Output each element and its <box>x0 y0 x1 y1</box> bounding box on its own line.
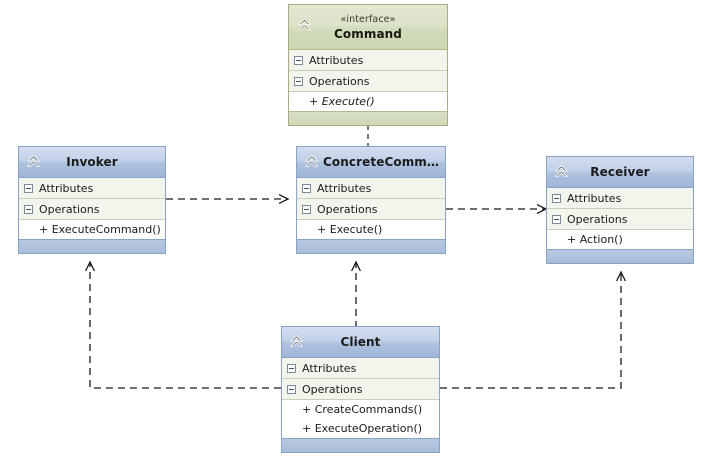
collapse-toggle-icon[interactable] <box>294 76 303 86</box>
member-list-receiver: + Action() <box>547 230 693 249</box>
class-title-invoker: Invoker <box>66 155 118 169</box>
uml-class-command[interactable]: «interface» Command Attributes Operation… <box>288 4 448 126</box>
compartment-operations-client[interactable]: Operations <box>282 379 439 400</box>
class-footer-invoker <box>19 239 165 253</box>
compartment-operations-command[interactable]: Operations <box>289 71 447 92</box>
class-title-concrete-command: ConcreteComm… <box>323 155 439 169</box>
class-stereotype-command: «interface» <box>340 13 396 25</box>
collapse-toggle-icon[interactable] <box>24 183 33 193</box>
class-chevron-icon <box>27 155 40 167</box>
operation-row[interactable]: + CreateCommands() <box>302 403 423 416</box>
uml-class-client[interactable]: Client Attributes Operations + CreateCom… <box>281 326 440 453</box>
compartment-attributes-invoker[interactable]: Attributes <box>19 178 165 199</box>
compartment-operations-concrete-command[interactable]: Operations <box>297 199 445 220</box>
collapse-toggle-icon[interactable] <box>24 204 33 214</box>
compartment-label-operations: Operations <box>302 382 363 396</box>
uml-class-receiver[interactable]: Receiver Attributes Operations + Action(… <box>546 156 694 264</box>
class-title-command: Command <box>334 26 402 41</box>
collapse-toggle-icon[interactable] <box>287 384 296 394</box>
compartment-label-operations: Operations <box>309 74 370 88</box>
compartment-label-attributes: Attributes <box>39 181 94 195</box>
compartment-operations-invoker[interactable]: Operations <box>19 199 165 220</box>
compartment-label-attributes: Attributes <box>567 191 622 205</box>
compartment-label-attributes: Attributes <box>317 181 372 195</box>
connector-dependency-client-invoker <box>85 260 281 389</box>
uml-class-invoker[interactable]: Invoker Attributes Operations + ExecuteC… <box>18 146 166 254</box>
class-header-command: «interface» Command <box>289 5 447 50</box>
class-header-client: Client <box>282 327 439 358</box>
class-footer-concrete-command <box>297 239 445 253</box>
collapse-toggle-icon[interactable] <box>552 193 561 203</box>
class-chevron-icon <box>298 18 311 31</box>
compartment-attributes-command[interactable]: Attributes <box>289 50 447 71</box>
compartment-attributes-receiver[interactable]: Attributes <box>547 188 693 209</box>
class-header-receiver: Receiver <box>547 157 693 188</box>
class-header-invoker: Invoker <box>19 147 165 178</box>
operation-row[interactable]: + Action() <box>567 233 623 246</box>
class-chevron-icon <box>555 165 568 177</box>
compartment-attributes-client[interactable]: Attributes <box>282 358 439 379</box>
operation-row[interactable]: + Execute() <box>317 223 383 236</box>
member-list-client: + CreateCommands() + ExecuteOperation() <box>282 400 439 438</box>
compartment-attributes-concrete-command[interactable]: Attributes <box>297 178 445 199</box>
collapse-toggle-icon[interactable] <box>287 363 296 373</box>
uml-class-concrete-command[interactable]: ConcreteComm… Attributes Operations + Ex… <box>296 146 446 254</box>
class-footer-command <box>289 111 447 125</box>
class-chevron-icon <box>305 155 318 167</box>
collapse-toggle-icon[interactable] <box>552 214 561 224</box>
class-chevron-icon <box>290 335 303 347</box>
member-list-invoker: + ExecuteCommand() <box>19 220 165 239</box>
operation-row[interactable]: + Execute() <box>309 95 375 108</box>
collapse-toggle-icon[interactable] <box>302 183 311 193</box>
class-title-receiver: Receiver <box>590 165 650 179</box>
member-list-command: + Execute() <box>289 92 447 111</box>
class-header-concrete-command: ConcreteComm… <box>297 147 445 178</box>
compartment-label-operations: Operations <box>39 202 100 216</box>
compartment-label-attributes: Attributes <box>302 361 357 375</box>
compartment-label-operations: Operations <box>317 202 378 216</box>
compartment-operations-receiver[interactable]: Operations <box>547 209 693 230</box>
operation-row[interactable]: + ExecuteCommand() <box>39 223 161 236</box>
class-title-client: Client <box>340 335 381 349</box>
class-footer-receiver <box>547 249 693 263</box>
operation-row[interactable]: + ExecuteOperation() <box>302 422 423 435</box>
collapse-toggle-icon[interactable] <box>294 55 303 65</box>
compartment-label-attributes: Attributes <box>309 53 364 67</box>
collapse-toggle-icon[interactable] <box>302 204 311 214</box>
member-list-concrete-command: + Execute() <box>297 220 445 239</box>
class-footer-client <box>282 438 439 452</box>
compartment-label-operations: Operations <box>567 212 628 226</box>
connector-dependency-client-receiver <box>440 270 626 389</box>
